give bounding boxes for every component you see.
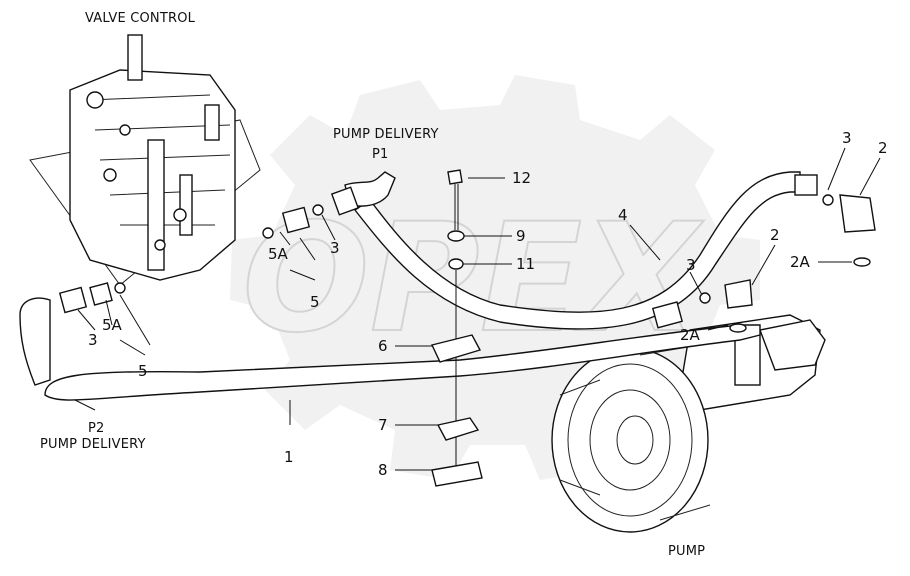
callout-4: 4	[618, 206, 628, 224]
callout-2-top-right: 2	[878, 139, 888, 157]
callout-5A-lower: 5A	[102, 316, 123, 334]
leader-lines	[74, 147, 881, 471]
callout-3-lower-left: 3	[88, 331, 98, 349]
callout-5-lower: 5	[138, 362, 148, 380]
callout-5A-upper: 5A	[268, 245, 289, 263]
p1-label: P1	[372, 147, 389, 162]
callout-9: 9	[516, 227, 526, 245]
callout-2-mid: 2	[770, 226, 780, 244]
pump-label: PUMP	[668, 544, 705, 559]
callout-3-top-right: 3	[842, 129, 852, 147]
p2-label: P2	[88, 421, 105, 436]
p1-elbow	[344, 171, 396, 207]
callout-7: 7	[378, 416, 388, 434]
callout-3-upper-left: 3	[330, 239, 340, 257]
callout-2A-mid: 2A	[680, 326, 701, 344]
valve-control-label: VALVE CONTROL	[85, 11, 196, 26]
clamp-stack	[431, 169, 483, 487]
hose-1	[19, 297, 761, 401]
pump-delivery-p1-label: PUMP DELIVERY	[333, 127, 439, 142]
callout-8: 8	[378, 461, 388, 479]
callout-5-upper: 5	[310, 293, 320, 311]
callout-1: 1	[284, 448, 294, 466]
callout-6: 6	[378, 337, 388, 355]
callout-12: 12	[512, 169, 531, 187]
pump-body	[551, 314, 826, 533]
callout-11: 11	[516, 255, 535, 273]
fittings	[58, 174, 876, 333]
callout-3-mid: 3	[686, 256, 696, 274]
valve-control-block	[29, 34, 261, 286]
callout-2A-right: 2A	[790, 253, 811, 271]
pump-delivery-p2-label: PUMP DELIVERY	[40, 437, 146, 452]
